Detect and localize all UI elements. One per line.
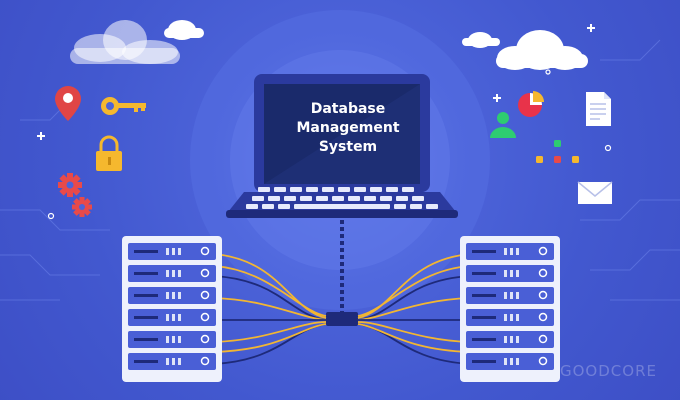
document-icon — [586, 92, 611, 126]
grid-dots-icon — [536, 140, 579, 163]
network-hub — [326, 312, 358, 326]
screen-title-line-1: Database — [310, 101, 386, 117]
server-rack-icon — [122, 236, 222, 382]
watermark-logo: GOODCORE — [560, 362, 657, 380]
screen-title-line-2: Management — [296, 120, 400, 136]
lock-icon — [96, 135, 122, 171]
ring-decor — [47, 69, 612, 220]
server-rack-icon — [460, 236, 560, 382]
gear-icon — [58, 173, 82, 197]
key-icon — [101, 97, 146, 115]
cloud-icon — [496, 30, 588, 70]
cloud-icon — [164, 20, 204, 40]
screen-title: Database Management System — [288, 100, 408, 157]
cloud-icon — [462, 32, 500, 48]
cables — [213, 253, 471, 365]
gear-icon — [72, 197, 92, 217]
cloud-icon — [70, 20, 180, 64]
user-icon — [490, 112, 516, 138]
laptop-icon — [226, 74, 458, 218]
sparkle-decor — [37, 24, 595, 140]
pie-chart-icon — [518, 91, 544, 117]
envelope-icon — [577, 181, 613, 204]
screen-title-line-3: System — [318, 139, 378, 155]
location-pin-icon — [55, 86, 81, 121]
